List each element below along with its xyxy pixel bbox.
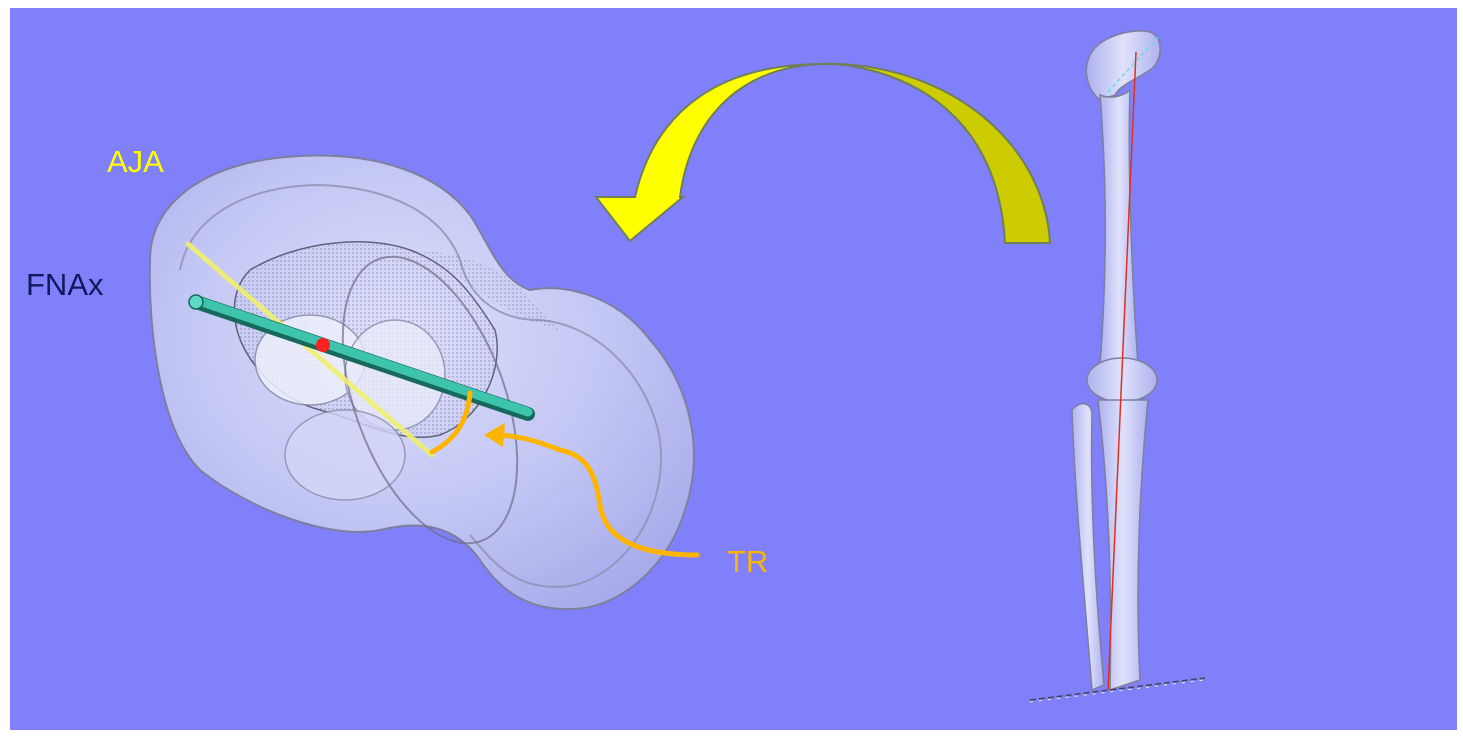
center-marker xyxy=(316,338,330,352)
rotation-arrow-icon xyxy=(596,64,1050,243)
leg-skeleton-render xyxy=(1030,31,1205,702)
femur-head xyxy=(1086,31,1160,100)
label-aja: AJA xyxy=(107,146,164,177)
label-fnax: FNAx xyxy=(26,269,104,300)
femoral-head-render xyxy=(150,156,697,610)
fnax-axis-end-cap xyxy=(189,295,203,309)
tibia xyxy=(1098,400,1148,690)
fibula xyxy=(1072,404,1104,690)
label-tr: TR xyxy=(727,546,768,577)
condyle-lobe-3 xyxy=(285,410,405,500)
rotation-arrow-shade xyxy=(840,64,1050,243)
